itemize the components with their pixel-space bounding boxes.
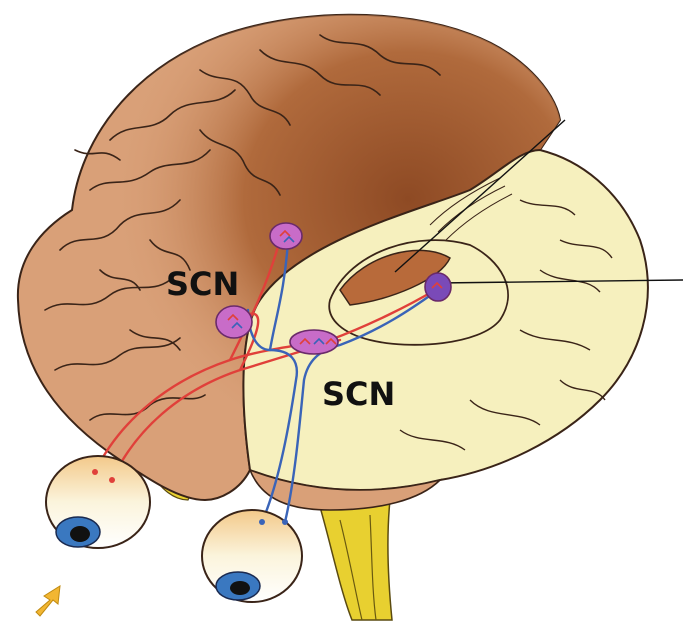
scn-nuclei [215, 222, 452, 355]
scn-label-lower: SCN [322, 375, 396, 413]
retinal-pathway-blue [246, 238, 437, 524]
right-eye [201, 509, 303, 603]
left-eye [45, 455, 151, 549]
pointer-lines [394, 119, 684, 284]
gyri [44, 34, 441, 421]
scn-label-upper: SCN [166, 265, 240, 303]
light-direction-arrow-icon [35, 585, 61, 617]
cortex [16, 13, 562, 502]
scn-synapse-marks [227, 229, 443, 345]
cortex-rim [248, 468, 443, 511]
